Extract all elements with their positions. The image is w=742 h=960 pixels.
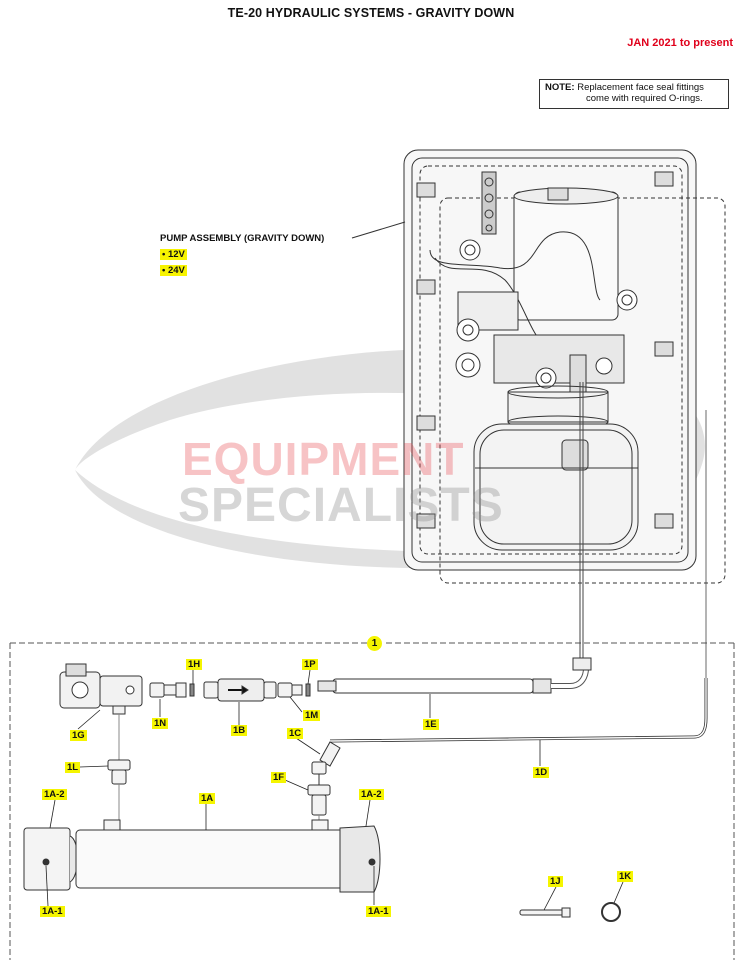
fittings-row xyxy=(149,678,311,702)
leader-lines xyxy=(45,669,624,911)
callout-1g: 1G xyxy=(70,730,87,741)
callout-1e: 1E xyxy=(423,719,439,730)
callout-1a-1-right: 1A-1 xyxy=(366,906,391,917)
date-range: JAN 2021 to present xyxy=(627,37,733,49)
callout-1a: 1A xyxy=(199,793,216,804)
note-box: NOTE: Replacement face seal fittings com… xyxy=(539,79,729,109)
hydraulic-lines xyxy=(579,382,707,680)
page-title: TE-20 HYDRAULIC SYSTEMS - GRAVITY DOWN xyxy=(227,6,515,20)
callout-1p: 1P xyxy=(302,659,318,670)
pump-assembly-drawing xyxy=(351,149,726,584)
callout-1a-1-left: 1A-1 xyxy=(40,906,65,917)
voltage-option-24v: • 24V xyxy=(160,265,187,276)
callout-1a-2-right: 1A-2 xyxy=(359,789,384,800)
fittings-lower xyxy=(107,741,341,824)
callout-1m: 1M xyxy=(303,710,321,721)
note-text-1: Replacement face seal fittings xyxy=(577,82,704,93)
valve-1g xyxy=(59,663,143,760)
callout-1j: 1J xyxy=(548,876,563,887)
note-text-2: come with required O-rings. xyxy=(586,93,703,104)
kit-boundary xyxy=(9,642,735,960)
callout-1: 1 xyxy=(367,636,382,651)
tube-1d xyxy=(329,678,708,743)
callout-1n: 1N xyxy=(152,718,169,729)
accessories xyxy=(519,902,621,922)
callout-1h: 1H xyxy=(186,659,203,670)
note-label: NOTE: xyxy=(545,82,575,93)
callout-1d: 1D xyxy=(533,767,550,778)
callout-1c: 1C xyxy=(287,728,304,739)
voltage-option-12v: • 12V xyxy=(160,249,187,260)
callout-1a-2-left: 1A-2 xyxy=(42,789,67,800)
callout-1f: 1F xyxy=(271,772,287,783)
watermark-text-2: SPECIALISTS xyxy=(178,479,504,532)
hose-1e xyxy=(317,657,592,694)
pump-assembly-label: PUMP ASSEMBLY (GRAVITY DOWN) xyxy=(160,233,325,244)
callout-1b: 1B xyxy=(231,725,248,736)
watermark-text-1: EQUIPMENT xyxy=(182,433,465,485)
cylinder-1a xyxy=(23,819,381,893)
callout-1k: 1K xyxy=(617,871,634,882)
callout-1l: 1L xyxy=(65,762,81,773)
